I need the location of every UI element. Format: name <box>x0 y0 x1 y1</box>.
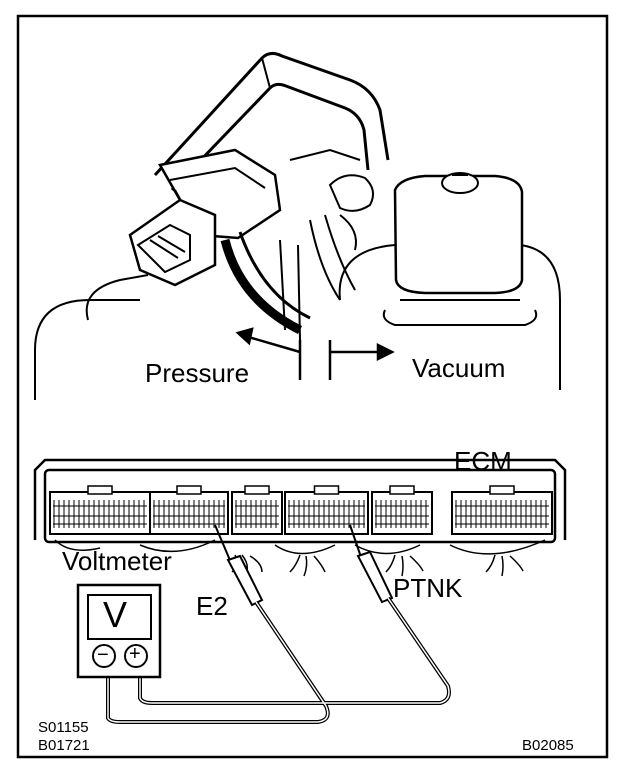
ptnk-label: PTNK <box>393 573 463 603</box>
minus-terminal <box>92 644 116 668</box>
figure-code-2: B01721 <box>38 737 90 754</box>
ecm-connector <box>49 485 151 535</box>
probes <box>214 524 394 607</box>
minus-symbol: − <box>97 644 109 666</box>
figure-code-1: S01155 <box>38 719 89 736</box>
meter-display-label: V <box>103 594 128 635</box>
engine-illustration <box>34 51 561 400</box>
ecm-connector <box>371 485 433 535</box>
ecm-connector <box>451 485 553 535</box>
plus-symbol: + <box>129 643 141 665</box>
ecm-connectors <box>49 485 553 535</box>
plus-terminal <box>124 644 148 668</box>
voltmeter-label: Voltmeter <box>62 546 172 576</box>
e2-label: E2 <box>196 591 228 621</box>
ecm-connector <box>231 485 283 535</box>
ecm-unit <box>33 458 567 544</box>
ecm-connector <box>284 485 369 535</box>
voltmeter-device <box>76 583 162 679</box>
wire-bundles <box>54 539 546 577</box>
ecm-label: ECM <box>454 446 512 476</box>
pressure-label: Pressure <box>145 358 250 388</box>
test-leads-inner <box>107 597 450 723</box>
flow-arrows <box>235 327 395 380</box>
vacuum-label: Vacuum <box>412 353 506 383</box>
diagram-border <box>16 14 609 759</box>
figure-code-3: B02085 <box>522 737 574 754</box>
